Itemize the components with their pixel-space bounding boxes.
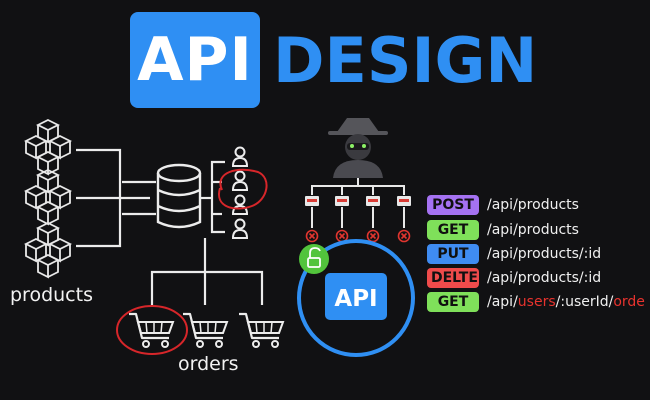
server-icon [335, 196, 349, 206]
database-icon [156, 163, 202, 229]
unlock-icon [299, 244, 329, 274]
route-row: DELTE /api/products/:id [427, 267, 601, 289]
box-stack-icon [26, 170, 70, 224]
box-stack-icon [26, 120, 70, 174]
route-row: POST /api/products [427, 194, 579, 216]
route-row: GET /api/products [427, 219, 579, 241]
shopping-cart-icon [237, 312, 285, 349]
orders-label: orders [178, 353, 239, 375]
server-icon [397, 196, 411, 206]
route-path: /api/users/:userId/orde [487, 294, 645, 310]
route-path: /api/products [487, 222, 579, 238]
route-path-text: /api/products/:id [487, 246, 602, 262]
attack-connectors [311, 178, 405, 228]
api-boundary-circle [297, 239, 415, 357]
shopping-cart-icon [127, 312, 175, 349]
route-path-highlight: orde [613, 294, 645, 310]
route-row: PUT /api/products/:id [427, 243, 601, 265]
method-badge-get: GET [427, 220, 479, 240]
title-api-text: API [137, 25, 253, 95]
orders-connectors [150, 238, 264, 305]
server-icon [366, 196, 380, 206]
users-connectors [200, 160, 225, 234]
method-badge-get: GET [427, 292, 479, 312]
method-badge-put: PUT [427, 244, 479, 264]
title-design-text: DESIGN [273, 24, 538, 97]
route-path: /api/products/:id [487, 270, 601, 286]
route-path: /api/products/:id [487, 246, 601, 262]
shopping-cart-icon [181, 312, 229, 349]
blocked-icon [335, 229, 349, 243]
route-row: GET /api/users/:userId/orde [427, 291, 645, 313]
red-annotation-circle [116, 305, 188, 355]
route-path-highlight: users [517, 294, 556, 310]
route-path-text: /api/products [487, 197, 579, 213]
box-stack-icon [26, 223, 70, 277]
server-icon [305, 196, 319, 206]
user-list-icon [232, 146, 248, 239]
route-path-text: /api/products [487, 222, 579, 238]
route-path-text: /api/products/:id [487, 270, 602, 286]
blocked-icon [305, 229, 319, 243]
blocked-icon [366, 229, 380, 243]
api-circle-badge [325, 273, 387, 320]
route-path-text: /api/ [487, 294, 518, 310]
route-path-text: /:userId/ [555, 294, 614, 310]
method-badge-delete: DELTE [427, 268, 479, 288]
method-badge-post: POST [427, 195, 479, 215]
red-annotation-circle [218, 168, 268, 210]
blocked-icon [397, 229, 411, 243]
products-label: products [10, 284, 93, 306]
title-api-badge: API [130, 12, 260, 108]
products-connectors [76, 148, 156, 248]
api-circle-label: API [334, 286, 377, 312]
hacker-icon [328, 118, 388, 178]
route-path: /api/products [487, 197, 579, 213]
